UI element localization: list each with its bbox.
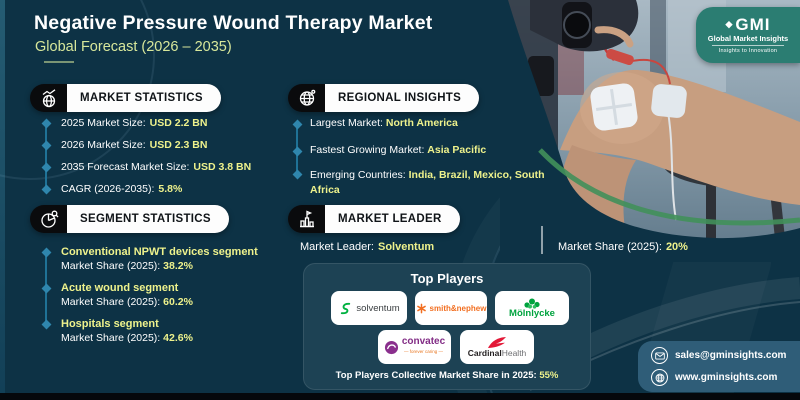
website-text: www.gminsights.com: [675, 372, 778, 383]
regional-item: Fastest Growing Market: Asia Pacific: [310, 143, 562, 158]
vertical-divider: [541, 226, 543, 254]
left-edge-accent: [0, 0, 5, 400]
market-leader-heading: MARKET LEADER: [338, 213, 442, 225]
top-players-panel: Top Players solventum smith&nephew: [303, 263, 591, 390]
stat-label: 2026 Market Size:: [61, 139, 146, 151]
gmi-logo[interactable]: ◆ GMI Global Market Insights Insights to…: [696, 7, 800, 63]
player-tagline: — forever caring —: [403, 349, 443, 354]
regional-value: North America: [385, 117, 458, 129]
page-title: Negative Pressure Wound Therapy Market: [34, 12, 433, 34]
player-card-smith-nephew: smith&nephew: [415, 291, 487, 325]
market-statistics-icon: [30, 84, 67, 112]
market-stat-item: 2035 Forecast Market Size:USD 3.8 BN: [61, 161, 251, 173]
segment-share: Market Share (2025): 60.2%: [61, 296, 193, 308]
player-card-convatec: convatec — forever caring —: [378, 330, 451, 364]
player-name: convatec: [401, 336, 446, 347]
market-stat-item: 2025 Market Size:USD 2.2 BN: [61, 117, 207, 129]
segment-statistics-header: SEGMENT STATISTICS: [30, 205, 229, 233]
regional-insights-timeline: [292, 119, 302, 180]
stat-label: 2035 Forecast Market Size:: [61, 161, 190, 173]
convatec-logo-icon: [384, 340, 398, 354]
market-leader-item: Market Leader:Solventum: [300, 241, 434, 253]
player-name: smith&nephew: [429, 303, 487, 313]
leader-market-share: Market Share (2025):20%: [558, 241, 688, 253]
market-stat-item: CAGR (2026-2035):5.8%: [61, 183, 182, 195]
segment-statistics-icon: [30, 205, 67, 233]
share-label: Market Share (2025):: [61, 296, 161, 308]
segment-statistics-timeline: [41, 247, 51, 330]
regional-label: Fastest Growing Market:: [310, 144, 425, 156]
regional-value: India, Brazil, Mexico, South Africa: [310, 169, 545, 196]
segment-statistics-heading: SEGMENT STATISTICS: [80, 213, 211, 225]
regional-label: Emerging Countries:: [310, 169, 406, 181]
stat-value: USD 2.3 BN: [149, 139, 208, 151]
smith-nephew-logo-icon: [416, 303, 426, 313]
share-label: Market Share (2025):: [61, 332, 161, 344]
top-players-footer: Top Players Collective Market Share in 2…: [304, 370, 590, 381]
player-card-molnlycke: Mölnlycke: [495, 291, 569, 325]
leader-value: Solventum: [377, 241, 435, 253]
market-leader-header: MARKET LEADER: [288, 205, 460, 233]
regional-insights-header: REGIONAL INSIGHTS: [288, 84, 480, 112]
gmi-logo-name: Global Market Insights: [707, 33, 789, 43]
gmi-logo-abbr: ◆ GMI: [725, 14, 771, 34]
contact-website[interactable]: www.gminsights.com: [651, 369, 800, 386]
regional-item: Emerging Countries: India, Brazil, Mexic…: [310, 168, 562, 198]
market-statistics-timeline: [41, 118, 51, 195]
market-statistics-heading: MARKET STATISTICS: [80, 92, 203, 104]
gmi-logo-divider: [712, 44, 784, 46]
stat-label: 2025 Market Size:: [61, 117, 146, 129]
segment-name: Hospitals segment: [61, 318, 159, 330]
footer-label: Top Players Collective Market Share in 2…: [335, 370, 537, 381]
stat-label: CAGR (2026-2035):: [61, 183, 155, 195]
regional-item: Largest Market: North America: [310, 116, 562, 131]
segment-item: Acute wound segment Market Share (2025):…: [61, 282, 193, 308]
globe-icon: [651, 369, 668, 386]
share-value: 20%: [665, 241, 688, 253]
regional-label: Largest Market:: [310, 117, 383, 129]
email-icon: [651, 347, 668, 364]
cardinal-health-logo-icon: [488, 337, 506, 348]
market-statistics-header: MARKET STATISTICS: [30, 84, 221, 112]
contact-panel: sales@gminsights.com www.gminsights.com: [638, 341, 800, 392]
regional-insights-heading: REGIONAL INSIGHTS: [338, 92, 462, 104]
leader-label: Market Leader:: [300, 241, 374, 253]
player-card-solventum: solventum: [331, 291, 407, 325]
share-value: 60.2%: [163, 296, 193, 308]
regional-insights-icon: [288, 84, 325, 112]
player-name: solventum: [356, 302, 400, 314]
stat-value: USD 2.2 BN: [149, 117, 208, 129]
segment-share: Market Share (2025): 38.2%: [61, 260, 258, 272]
gmi-diamond-icon: ◆: [725, 19, 734, 29]
segment-share: Market Share (2025): 42.6%: [61, 332, 193, 344]
npwt-therapy-photo: [500, 0, 800, 262]
solventum-logo-icon: [341, 302, 351, 314]
segment-name: Conventional NPWT devices segment: [61, 246, 258, 258]
market-stat-item: 2026 Market Size:USD 2.3 BN: [61, 139, 207, 151]
footer-value: 55%: [539, 370, 559, 381]
player-card-cardinal-health: CardinalHealth: [460, 330, 534, 364]
bottom-bar: [0, 393, 800, 400]
email-text: sales@gminsights.com: [675, 350, 787, 361]
player-name: Mölnlycke: [509, 308, 555, 319]
segment-item: Hospitals segment Market Share (2025): 4…: [61, 318, 193, 344]
share-value: 42.6%: [163, 332, 193, 344]
molnlycke-logo-icon: [524, 298, 540, 309]
market-leader-icon: [288, 205, 325, 233]
share-label: Market Share (2025):: [558, 241, 662, 253]
gmi-logo-tagline: Insights to Innovation: [718, 47, 778, 54]
stat-value: USD 3.8 BN: [193, 161, 252, 173]
segment-item: Conventional NPWT devices segment Market…: [61, 246, 258, 272]
page-subtitle: Global Forecast (2026 – 2035): [35, 39, 232, 55]
stat-value: 5.8%: [158, 183, 183, 195]
share-value: 38.2%: [163, 260, 193, 272]
contact-email[interactable]: sales@gminsights.com: [651, 347, 800, 364]
regional-value: Asia Pacific: [427, 144, 487, 156]
top-players-title: Top Players: [410, 271, 484, 286]
segment-name: Acute wound segment: [61, 282, 179, 294]
player-name: CardinalHealth: [467, 348, 527, 358]
subtitle-underline: [44, 61, 74, 63]
share-label: Market Share (2025):: [61, 260, 161, 272]
